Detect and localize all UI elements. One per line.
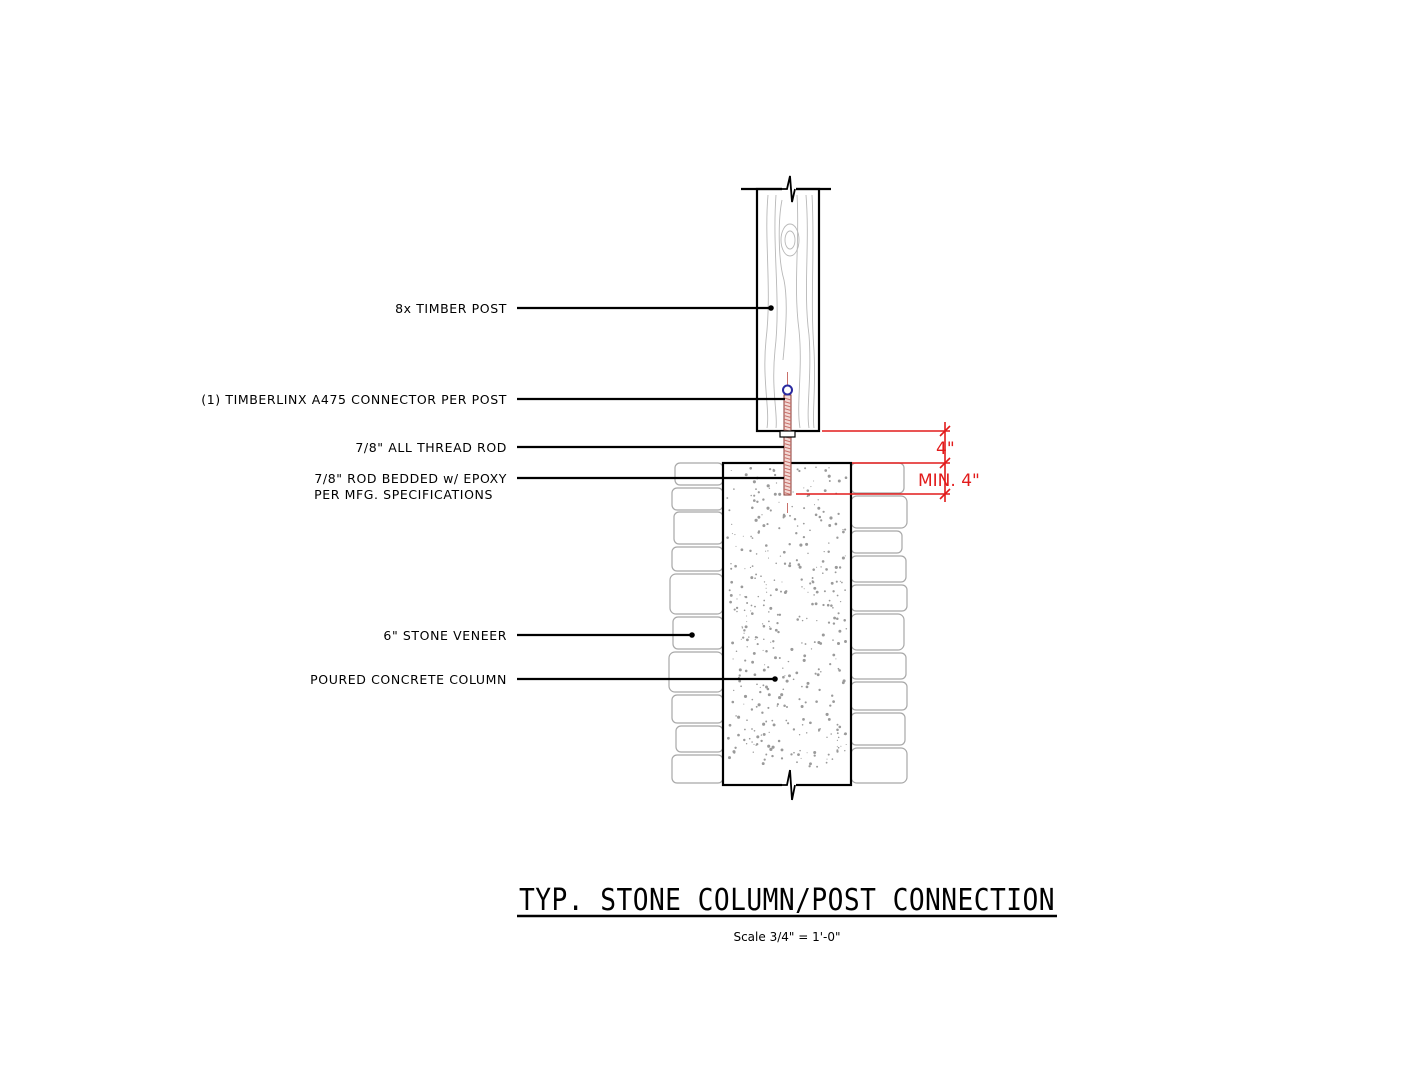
- concrete-column: [721, 461, 853, 801]
- label-rod-epoxy-line1: 7/8" ROD BEDDED w/ EPOXY: [314, 471, 507, 486]
- threaded-rod: [779, 394, 796, 513]
- dimension-lines: [796, 422, 951, 502]
- label-thread-rod: 7/8" ALL THREAD ROD: [355, 440, 507, 455]
- label-timber-post: 8x TIMBER POST: [395, 301, 507, 316]
- stone-veneer: [668, 462, 908, 784]
- leader-lines: [517, 305, 785, 682]
- label-stone-veneer: 6" STONE VENEER: [383, 628, 507, 643]
- drawing-scale: Scale 3/4" = 1'-0": [733, 930, 840, 944]
- dimension-upper: 4": [936, 439, 955, 459]
- dimension-lower: MIN. 4": [918, 471, 980, 491]
- label-connector: (1) TIMBERLINX A475 CONNECTOR PER POST: [201, 392, 507, 407]
- label-rod-epoxy-line2: PER MFG. SPECIFICATIONS: [314, 487, 493, 502]
- timberlinx-connector: [782, 372, 793, 396]
- drawing-title: TYP. STONE COLUMN/POST CONNECTION: [519, 883, 1055, 918]
- label-concrete-column: POURED CONCRETE COLUMN: [310, 672, 507, 687]
